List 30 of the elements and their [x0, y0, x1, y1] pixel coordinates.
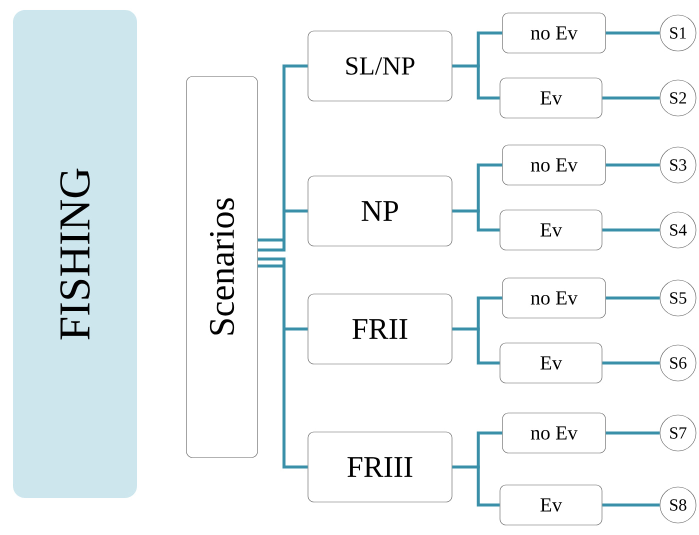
connector-line [258, 258, 308, 330]
connector-line [258, 264, 308, 468]
option-box: Ev [500, 342, 602, 384]
connector-line [606, 164, 660, 166]
option-box: no Ev [502, 12, 606, 54]
connector-line [602, 362, 660, 364]
scenario-box: FRIII [308, 432, 452, 502]
connector-line [452, 210, 500, 232]
scenarios-box: Scenarios [186, 76, 258, 458]
connector-line [602, 504, 660, 506]
option-box: no Ev [502, 412, 606, 454]
option-box: no Ev [502, 278, 606, 318]
connector-line [606, 296, 660, 300]
scenario-box: NP [308, 176, 452, 246]
option-box: Ev [500, 78, 602, 118]
connector-line [602, 96, 660, 100]
option-box: Ev [500, 484, 602, 526]
connector-line [606, 32, 660, 34]
connector-line [258, 210, 308, 252]
scenario-box: SL/NP [308, 30, 452, 102]
connector-line [606, 432, 660, 434]
connector-line [602, 228, 660, 232]
connector-line [452, 466, 500, 506]
option-box: Ev [500, 210, 602, 250]
title-box: FISHING [13, 10, 137, 498]
option-box: no Ev [502, 144, 606, 186]
connector-line [452, 64, 500, 100]
connector-line [452, 328, 500, 364]
scenario-box: FRII [308, 294, 452, 364]
connector-line [258, 64, 308, 242]
